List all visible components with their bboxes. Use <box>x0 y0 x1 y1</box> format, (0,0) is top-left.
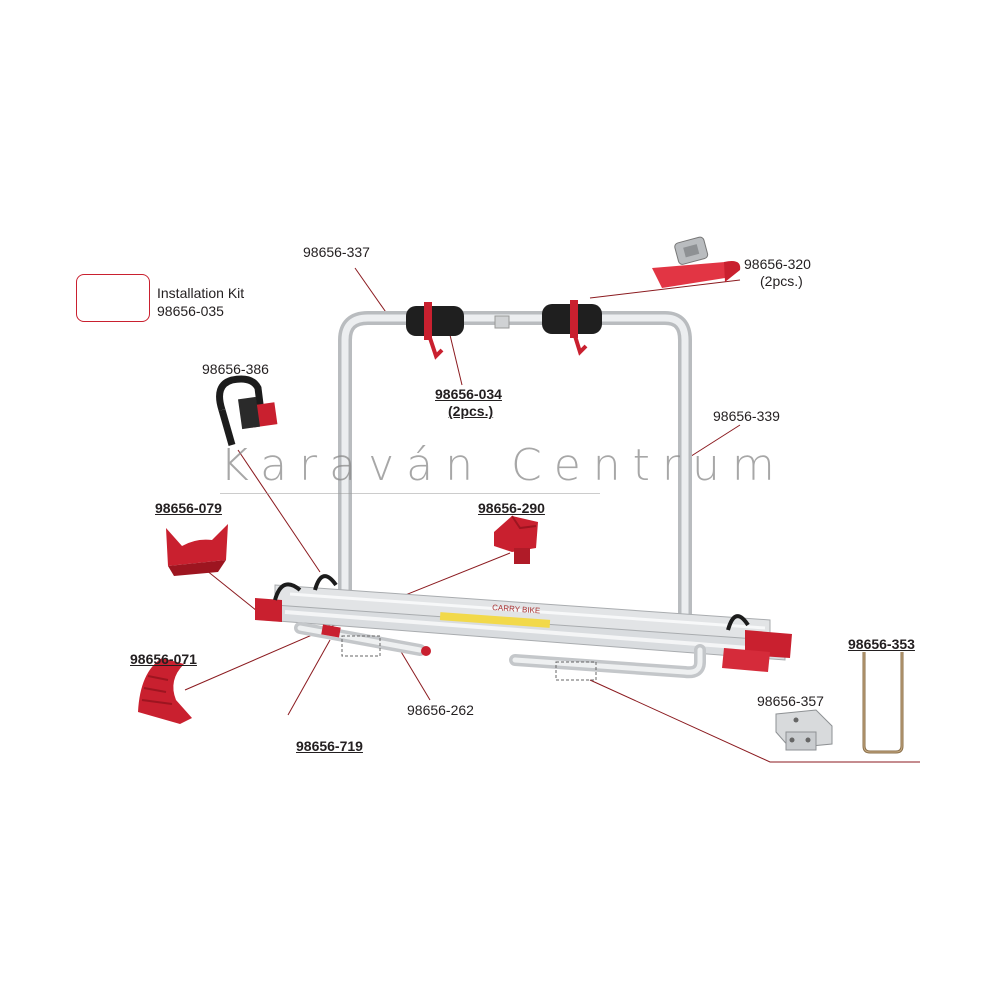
leader-262 <box>399 649 431 701</box>
leader-339 <box>684 424 741 461</box>
rail-label: CARRY BIKE <box>492 603 541 615</box>
strap-386 <box>216 375 278 446</box>
label-98656-337: 98656-337 <box>303 244 370 260</box>
label-98656-320: 98656-320 <box>744 256 811 272</box>
frame-holders <box>406 300 602 360</box>
frame <box>338 311 692 647</box>
wall-mounts <box>294 622 706 681</box>
strap-320 <box>652 236 741 288</box>
label-98656-386: 98656-386 <box>202 361 269 377</box>
label-98656-320-qty: (2pcs.) <box>760 273 803 289</box>
label-98656-357: 98656-357 <box>757 693 824 709</box>
leader-034 <box>449 334 463 386</box>
watermark: Karaván Centrum <box>220 440 787 491</box>
installation-kit-title: Installation Kit <box>157 285 245 301</box>
label-98656-339: 98656-339 <box>713 408 780 424</box>
watermark-underline <box>220 493 600 494</box>
bracket-357 <box>775 709 833 751</box>
label-98656-034-qty: (2pcs.) <box>448 403 494 419</box>
installation-kit-frame <box>76 274 150 322</box>
rails: CARRY BIKE <box>255 574 792 672</box>
leader-386 <box>237 449 321 573</box>
label-98656-290: 98656-290 <box>478 500 545 516</box>
installation-kit-part: 98656-035 <box>157 303 224 319</box>
leader-357 <box>589 679 920 763</box>
leader-719 <box>287 639 331 716</box>
knob-290 <box>494 515 538 564</box>
label-98656-353: 98656-353 <box>848 636 915 652</box>
label-98656-034: 98656-034 <box>435 386 502 402</box>
label-98656-071: 98656-071 <box>130 651 197 667</box>
label-98656-079: 98656-079 <box>155 500 222 516</box>
leader-337 <box>354 267 391 319</box>
leader-lines <box>184 267 920 763</box>
wheel-holder-079 <box>166 524 228 576</box>
ubolt-353 <box>862 652 904 754</box>
wheel-holder-071 <box>138 658 192 724</box>
label-98656-719: 98656-719 <box>296 738 363 754</box>
label-98656-262: 98656-262 <box>407 702 474 718</box>
leader-320 <box>589 279 741 299</box>
